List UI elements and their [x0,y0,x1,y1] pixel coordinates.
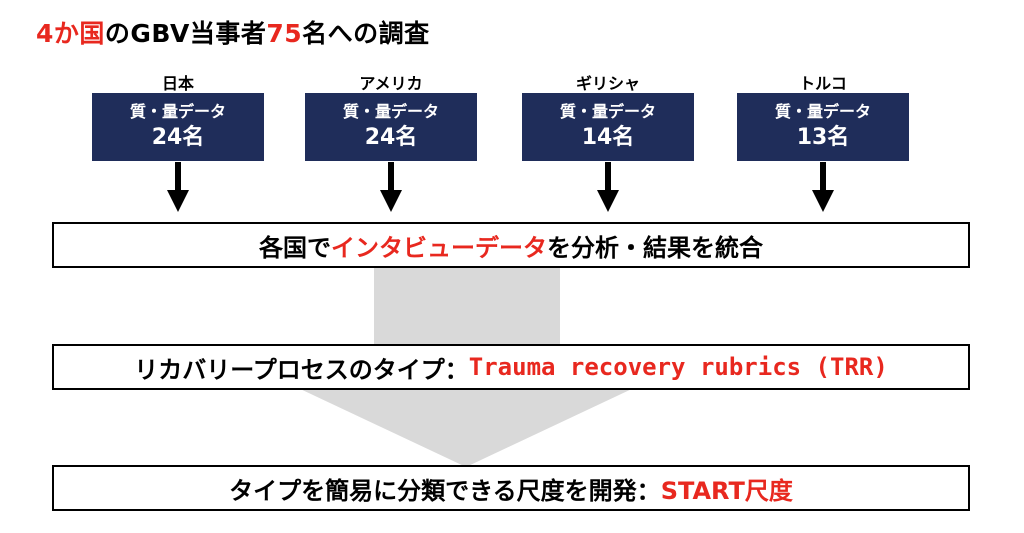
country-label-japan: 日本 [161,74,194,93]
flow-arrow-gray-1 [374,268,560,348]
step-analysis-highlight: インタビューデータ [331,233,547,262]
step-trr-prefix: リカバリープロセスのタイプ： [134,355,469,384]
data-kind-label: 質・量データ [129,102,226,121]
diagram-title: 4か国のGBV当事者75名への調査 [36,14,430,50]
title-participant-count: 75 [266,19,303,48]
step-trr-band: リカバリープロセスのタイプ：Trauma recovery rubrics (T… [52,344,970,390]
data-kind-label: 質・量データ [774,102,871,121]
country-label-usa: アメリカ [359,74,423,93]
step-analysis-prefix: 各国で [259,233,331,262]
step-analysis-band: 各国でインタビューデータを分析・結果を統合 [52,222,970,268]
title-text-2: 名への調査 [302,19,430,48]
participant-count: 24名 [151,125,205,150]
country-label-greece: ギリシャ [575,74,640,93]
data-box-greece: 質・量データ 14名 [522,93,694,161]
step-analysis-suffix: を分析・結果を統合 [547,233,763,262]
data-kind-label: 質・量データ [342,102,439,121]
down-arrow-icon [812,162,834,212]
data-box-turkey: 質・量データ 13名 [737,93,909,161]
data-box-japan: 質・量データ 24名 [92,93,264,161]
data-kind-label: 質・量データ [559,102,656,121]
data-box-usa: 質・量データ 24名 [305,93,477,161]
step-start-band: タイプを簡易に分類できる尺度を開発： START尺度 [52,465,970,511]
down-arrow-icon [597,162,619,212]
flow-arrow-gray-2 [296,387,636,467]
participant-count: 13名 [796,125,850,150]
title-text-1: のGBV当事者 [104,19,267,48]
country-label-turkey: トルコ [799,74,847,93]
step-start-prefix: タイプを簡易に分類できる尺度を開発： [229,476,661,505]
down-arrow-icon [380,162,402,212]
step-trr-highlight: Trauma recovery rubrics (TRR) [468,353,888,381]
title-country-count: 4か国 [36,19,105,48]
participant-count: 24名 [364,125,418,150]
down-arrow-icon [167,162,189,212]
participant-count: 14名 [581,125,635,150]
step-start-highlight: START尺度 [660,476,793,505]
